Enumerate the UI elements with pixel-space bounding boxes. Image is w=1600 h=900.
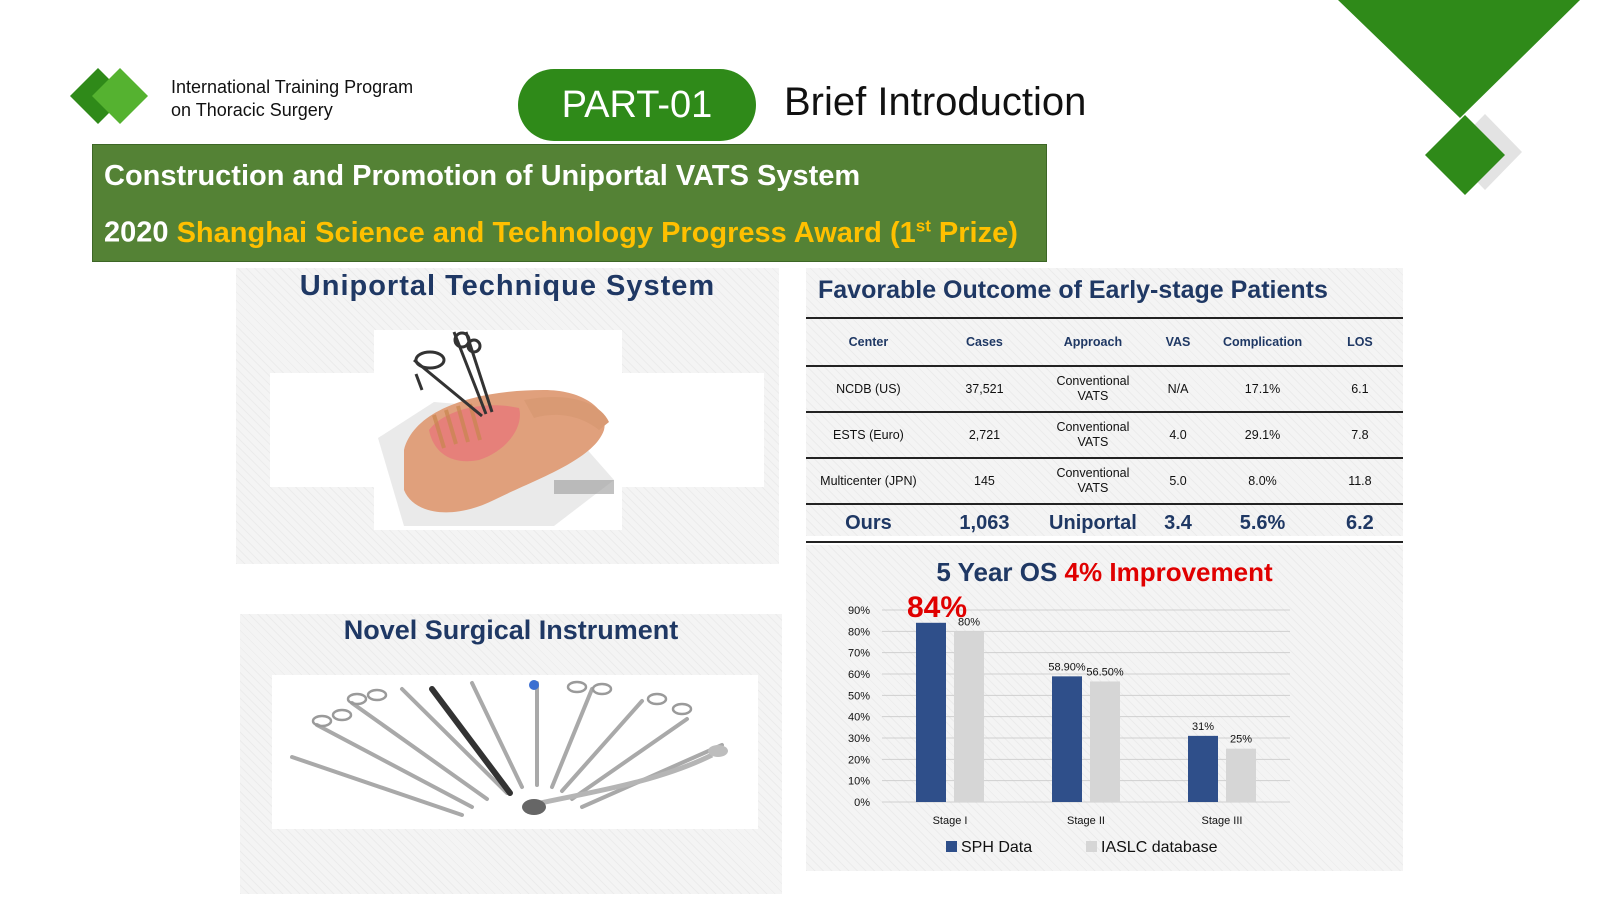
- data-label: 58.90%: [1048, 661, 1086, 673]
- bar: [916, 622, 946, 802]
- bar: [1188, 735, 1218, 802]
- award-name: Shanghai Science and Technology Progress…: [176, 216, 1018, 249]
- table-row-ours: Ours 1,063 Uniportal 3.4 5.6% 6.2: [806, 504, 1403, 543]
- y-tick-label: 50%: [848, 690, 870, 702]
- legend-swatch: [1086, 841, 1097, 852]
- section-title: Brief Introduction: [784, 80, 1087, 124]
- table-cell: 3.4: [1147, 504, 1209, 543]
- outcome-table: Center Cases Approach VAS Complication L…: [806, 317, 1403, 543]
- banner-headline: Construction and Promotion of Uniportal …: [104, 160, 861, 192]
- technique-title: Uniportal Technique System: [299, 270, 716, 302]
- y-tick-label: 30%: [848, 733, 870, 745]
- surgical-instruments-illustration: [272, 675, 758, 829]
- table-cell: 145: [930, 458, 1039, 505]
- col-header: Cases: [930, 317, 1039, 367]
- table-cell: Ours: [806, 504, 931, 543]
- table-cell: ESTS (Euro): [806, 412, 931, 459]
- y-tick-label: 90%: [848, 605, 870, 617]
- bar: [954, 631, 984, 802]
- y-tick-label: 40%: [848, 712, 870, 724]
- program-logo-icon: [70, 68, 148, 124]
- table-row: Multicenter (JPN) 145 Conventional VATS …: [806, 458, 1403, 505]
- banner-award-line: 2020 Shanghai Science and Technology Pro…: [104, 216, 1018, 249]
- x-tick-label: Stage III: [1202, 815, 1243, 827]
- data-label: 80%: [958, 616, 980, 628]
- y-tick-label: 0%: [854, 797, 870, 809]
- x-tick-label: Stage I: [933, 815, 968, 827]
- y-tick-label: 60%: [848, 669, 870, 681]
- y-tick-label: 10%: [848, 776, 870, 788]
- table-cell: 1,063: [930, 504, 1039, 543]
- table-cell: 5.6%: [1208, 504, 1317, 543]
- col-header: Center: [806, 317, 931, 367]
- table-cell: 37,521: [930, 366, 1039, 413]
- table-cell: Conventional VATS: [1038, 458, 1148, 505]
- table-row: ESTS (Euro) 2,721 Conventional VATS 4.0 …: [806, 412, 1403, 459]
- part-label-pill: PART-01: [518, 69, 756, 141]
- table-cell: Conventional VATS: [1038, 412, 1148, 459]
- chart-heading: 5 Year OS 4% Improvement: [936, 557, 1273, 587]
- table-cell: 8.0%: [1208, 458, 1317, 505]
- table-cell: 5.0: [1147, 458, 1209, 505]
- table-cell: NCDB (US): [806, 366, 931, 413]
- outcome-table-title: Favorable Outcome of Early-stage Patient…: [818, 276, 1328, 304]
- highlight-data-label: 84%: [907, 591, 967, 624]
- legend-swatch: [946, 841, 957, 852]
- uniportal-surgery-illustration: [374, 330, 622, 530]
- legend-label: SPH Data: [961, 839, 1032, 856]
- table-cell: 11.8: [1316, 458, 1403, 505]
- y-tick-label: 20%: [848, 754, 870, 766]
- award-banner: [92, 144, 1047, 262]
- corner-triangle-decoration: [1338, 0, 1580, 195]
- y-tick-label: 80%: [848, 626, 870, 638]
- table-cell: 17.1%: [1208, 366, 1317, 413]
- table-header-row: Center Cases Approach VAS Complication L…: [806, 317, 1403, 367]
- data-label: 25%: [1230, 734, 1252, 746]
- col-header: LOS: [1316, 317, 1403, 367]
- bar: [1226, 748, 1256, 802]
- data-label: 31%: [1192, 721, 1214, 733]
- organization-name: International Training Program on Thorac…: [171, 77, 414, 120]
- table-cell: 4.0: [1147, 412, 1209, 459]
- instrument-title: Novel Surgical Instrument: [343, 615, 679, 645]
- table-cell: Conventional VATS: [1038, 366, 1148, 413]
- data-label: 56.50%: [1086, 666, 1124, 678]
- col-header: Approach: [1038, 317, 1148, 367]
- x-tick-label: Stage II: [1067, 815, 1105, 827]
- y-tick-label: 70%: [848, 648, 870, 660]
- table-cell: N/A: [1147, 366, 1209, 413]
- survival-bar-chart: 0% 10% 20% 30% 40% 50% 60% 70% 80% 90% 80% Stage I 5…: [848, 591, 1290, 856]
- legend-label: IASLC database: [1101, 839, 1218, 856]
- table-cell: 6.2: [1316, 504, 1403, 543]
- table-cell: Multicenter (JPN): [806, 458, 931, 505]
- bar: [1090, 681, 1120, 802]
- bar: [1052, 676, 1082, 802]
- table-cell: 2,721: [930, 412, 1039, 459]
- col-header: Complication: [1208, 317, 1317, 367]
- table-cell: 6.1: [1316, 366, 1403, 413]
- table-cell: 7.8: [1316, 412, 1403, 459]
- table-row: NCDB (US) 37,521 Conventional VATS N/A 1…: [806, 366, 1403, 413]
- table-cell: Uniportal: [1038, 504, 1148, 543]
- table-cell: 29.1%: [1208, 412, 1317, 459]
- col-header: VAS: [1147, 317, 1209, 367]
